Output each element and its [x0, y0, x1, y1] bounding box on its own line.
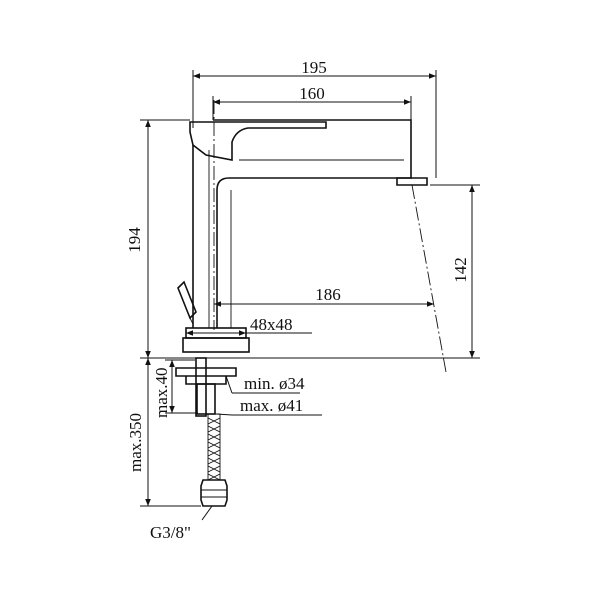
body-outline [192, 119, 412, 328]
fixing-bracket [196, 383, 216, 415]
label-max350: max.350 [126, 413, 145, 472]
label-194: 194 [125, 227, 144, 253]
label-min-34: min. ø34 [244, 374, 305, 393]
aerator [396, 177, 428, 186]
label-48x48: 48x48 [250, 315, 293, 334]
label-max-41: max. ø41 [240, 396, 303, 415]
label-142: 142 [451, 257, 470, 283]
leader-min-34-tick [225, 375, 233, 394]
label-g38: G3/8" [150, 523, 191, 542]
label-160: 160 [299, 84, 325, 103]
faucet-body [140, 119, 428, 359]
leader-max-41-tick [215, 413, 233, 416]
lever-handle [189, 121, 327, 161]
label-186: 186 [315, 285, 341, 304]
under-deck-assembly [175, 357, 237, 507]
hose-nut [200, 479, 228, 507]
label-195: 195 [301, 58, 327, 77]
dimension-labels: 195 160 194 142 186 48x48 min. ø34 max. … [125, 58, 470, 542]
side-lever-link [189, 317, 194, 325]
label-max40: max.40 [152, 367, 171, 418]
threaded-rod [195, 357, 207, 417]
dimension-lines [140, 70, 480, 521]
hose-braid-pattern [207, 417, 221, 481]
center-lines [213, 100, 447, 373]
side-lever [177, 280, 197, 320]
base-plate-bottom [182, 337, 250, 353]
mounting-nut [175, 367, 237, 385]
leader-g38 [201, 505, 213, 521]
water-jet-line [411, 184, 447, 373]
